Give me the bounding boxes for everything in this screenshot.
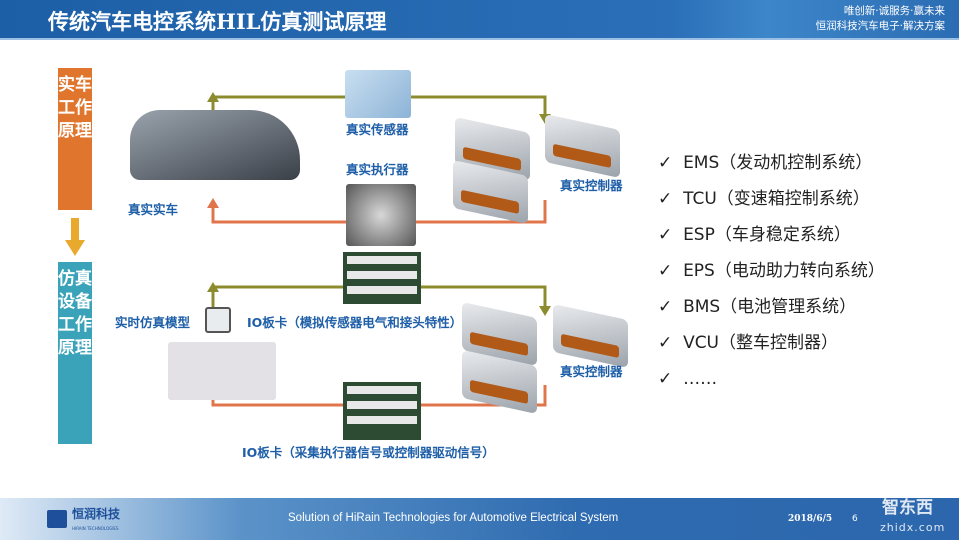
real-sensor-label: 真实传感器	[346, 122, 409, 137]
footer-caption: Solution of HiRain Technologies for Auto…	[288, 512, 619, 524]
check-icon: ✓	[658, 189, 673, 209]
io-card-image-top	[343, 252, 421, 304]
list-item: ✓ TCU（变速箱控制系统）	[658, 186, 885, 222]
company-logo-icon	[47, 510, 67, 528]
real-actuator-label: 真实执行器	[346, 162, 409, 177]
sensor-image	[345, 70, 411, 118]
footer-date: 2018/6/5	[788, 514, 833, 524]
slogan-line: 唯创新·诚服务·赢未来	[843, 5, 945, 17]
list-item: ✓ ESP（车身稳定系统）	[658, 222, 885, 258]
monitor-image	[205, 307, 231, 333]
footer-bar	[0, 498, 959, 540]
list-item: ✓ BMS（电池管理系统）	[658, 294, 885, 330]
item-text: ……	[683, 369, 718, 389]
page-number: 6	[852, 514, 858, 524]
check-icon: ✓	[658, 297, 673, 317]
header-bar	[0, 0, 959, 40]
item-text: BMS（电池管理系统）	[683, 297, 857, 317]
item-text: EMS（发动机控制系统）	[683, 153, 873, 173]
real-car-label: 真实实车	[128, 202, 179, 217]
io-card-bottom-label: IO板卡（采集执行器信号或控制器驱动信号）	[242, 445, 495, 460]
list-item: ✓ ……	[658, 366, 885, 402]
io-card-top-label: IO板卡（模拟传感器电气和接头特性）	[247, 315, 463, 330]
slogan-line: 恒润科技汽车电子·解决方案	[815, 20, 945, 32]
io-card-image-bottom	[343, 382, 421, 440]
sim-principle-box: 仿真设备工作原理	[58, 262, 92, 444]
list-item: ✓ VCU（整车控制器）	[658, 330, 885, 366]
company-name-en: HIRAIN TECHNOLOGIES	[72, 526, 119, 531]
check-icon: ✓	[658, 225, 673, 245]
item-text: VCU（整车控制器）	[683, 333, 839, 353]
item-text: TCU（变速箱控制系统）	[683, 189, 870, 209]
check-icon: ✓	[658, 153, 673, 173]
simulation-model-image	[168, 342, 276, 400]
car-image	[130, 110, 300, 180]
down-arrow-icon	[65, 218, 85, 256]
check-icon: ✓	[658, 369, 673, 389]
watermark-url: zhidx.com	[880, 521, 946, 534]
real-controller-label-bottom: 真实控制器	[560, 364, 623, 379]
watermark: 智东西	[882, 498, 933, 518]
real-controller-label-top: 真实控制器	[560, 178, 623, 193]
check-icon: ✓	[658, 333, 673, 353]
check-icon: ✓	[658, 261, 673, 281]
item-text: EPS（电动助力转向系统）	[683, 261, 885, 281]
company-name: 恒润科技	[72, 507, 121, 521]
page-title: 传统汽车电控系统HIL仿真测试原理	[48, 9, 387, 34]
item-text: ESP（车身稳定系统）	[683, 225, 851, 245]
slogan: 唯创新·诚服务·赢未来恒润科技汽车电子·解决方案	[816, 4, 945, 34]
real-principle-box: 实车工作原理	[58, 68, 92, 210]
list-item: ✓ EPS（电动助力转向系统）	[658, 258, 885, 294]
realtime-model-label: 实时仿真模型	[115, 315, 191, 330]
list-item: ✓ EMS（发动机控制系统）	[658, 150, 885, 186]
actuator-image	[346, 184, 416, 246]
system-list: ✓ EMS（发动机控制系统） ✓ TCU（变速箱控制系统） ✓ ESP（车身稳定…	[658, 150, 885, 402]
